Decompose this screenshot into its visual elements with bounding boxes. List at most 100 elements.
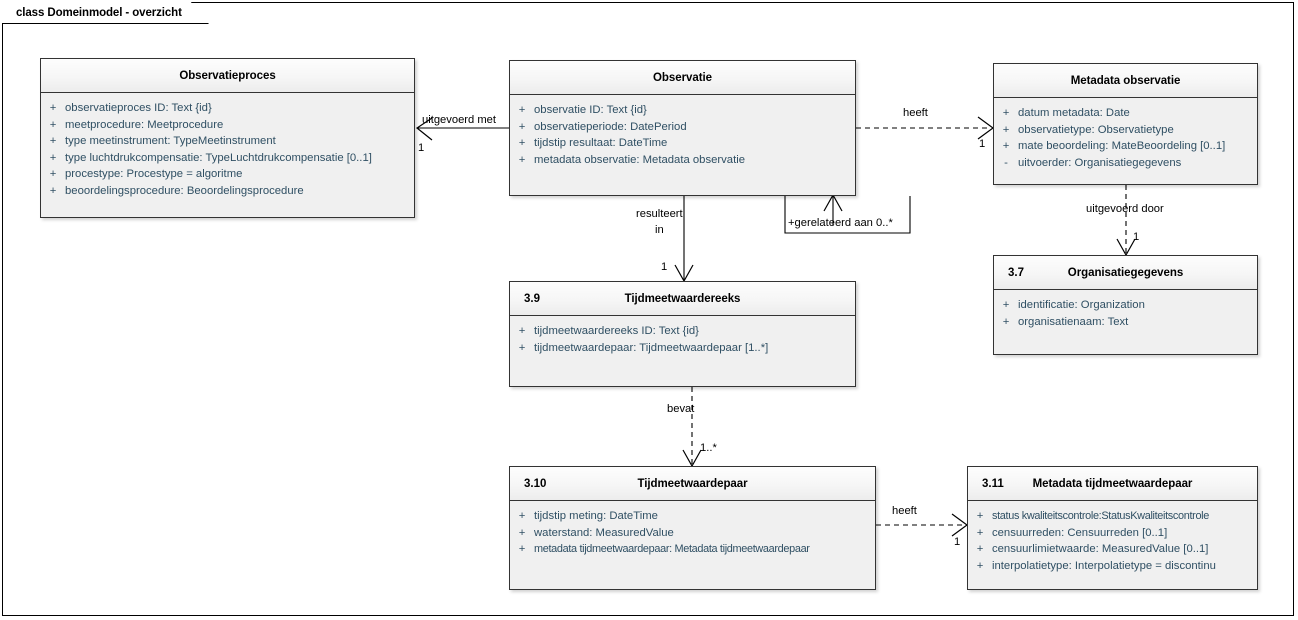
attribute-signature: type meetinstrument: TypeMeetinstrument [65, 135, 276, 147]
connector-label-resulteert-in: in [655, 224, 664, 236]
visibility-marker: + [49, 118, 57, 131]
attribute-signature: observatieproces ID: Text {id} [65, 102, 212, 114]
attribute-signature: uitvoerder: Organisatiegegevens [1018, 156, 1182, 169]
class-title-tijdmeetwaardereeks: Tijdmeetwaardereeks [624, 292, 741, 305]
attribute-signature: tijdmeetwaardereeks ID: Text {id} [534, 325, 699, 337]
attribute-signature: observatieperiode: DatePeriod [534, 120, 687, 133]
visibility-marker: + [1002, 140, 1010, 152]
visibility-marker: + [518, 510, 526, 522]
class-number-tijdmeetwaardereeks: 3.9 [524, 292, 540, 305]
visibility-marker: + [518, 341, 526, 354]
attribute-row: +interpolatietype: Interpolatietype = di… [968, 558, 1257, 575]
class-title-tijdmeetwaardepaar: Tijdmeetwaardepaar [637, 477, 748, 490]
attribute-row: + status kwaliteitscontrole:StatusKwalite… [968, 508, 1257, 525]
connector-label-bevat: bevat [667, 403, 695, 415]
class-title-organisatiegegevens: Organisatiegegevens [1067, 266, 1184, 279]
attribute-signature: censuurlimietwaarde: MeasuredValue [0..1… [992, 543, 1209, 555]
attribute-row: + identificatie: Organization [994, 297, 1257, 314]
class-title-metadata-tijdmeetwaardepaar: Metadata tijdmeetwaardepaar [1032, 477, 1193, 490]
class-title-observatieproces: Observatieproces [179, 69, 276, 82]
visibility-marker: + [518, 137, 526, 149]
attribute-signature: censuurreden: Censuurreden [0..1] [992, 526, 1168, 539]
visibility-marker: + [518, 153, 526, 166]
connector-mult-uitgevoerd-met: 1 [418, 142, 425, 154]
diagram-tab[interactable]: class Domeinmodel - overzicht [2, 2, 209, 24]
visibility-marker: + [49, 102, 57, 114]
visibility-marker: + [518, 325, 526, 337]
attribute-signature: datum metadata: Date [1018, 107, 1130, 119]
class-number-organisatiegegevens: 3.7 [1008, 266, 1024, 279]
class-attributes-organisatiegegevens: + identificatie: Organization + organisati… [994, 290, 1257, 336]
class-header-tijdmeetwaardepaar: 3.10 Tijdmeetwaardepaar [510, 467, 875, 501]
class-box-tijdmeetwaardepaar[interactable]: 3.10 Tijdmeetwaardepaar + tijdstip meting… [509, 466, 876, 590]
attribute-row: +observatie ID: Text {id} [510, 102, 855, 119]
visibility-marker: + [49, 135, 57, 147]
visibility-marker: + [976, 543, 984, 555]
attribute-signature: interpolatietype: Interpolatietype = dis… [992, 559, 1216, 572]
attribute-row: + type luchtdrukcompensatie: TypeLuchtdru… [41, 150, 414, 167]
class-attributes-tijdmeetwaardepaar: +tijdstip meting: DateTime +waterstand: … [510, 501, 875, 564]
attribute-row: + censuurlimietwaarde: MeasuredValue [0..… [968, 541, 1257, 558]
class-box-tijdmeetwaardereeks[interactable]: 3.9 Tijdmeetwaardereeks + tijdmeetwaarder… [509, 281, 856, 387]
attribute-signature: type luchtdrukcompensatie: TypeLuchtdruk… [65, 151, 372, 164]
connector-mult-resulteert-in: 1 [661, 261, 668, 273]
connector-label-uitgevoerd-door: uitgevoerd door [1086, 203, 1164, 215]
class-box-organisatiegegevens[interactable]: 3.7 Organisatiegegevens + identificatie: … [993, 255, 1258, 355]
attribute-row: -uitvoerder: Organisatiegegevens [994, 155, 1257, 172]
class-attributes-observatie: +observatie ID: Text {id} +observatieper… [510, 95, 855, 174]
visibility-marker: - [1004, 156, 1008, 169]
attribute-signature: observatie ID: Text {id} [534, 104, 647, 116]
visibility-marker: + [518, 120, 526, 133]
class-title-metadata-observatie: Metadata observatie [1070, 74, 1181, 87]
class-header-observatieproces: Observatieproces [41, 59, 414, 93]
attribute-signature: mate beoordeling: MateBeoordeling [0..1] [1018, 140, 1226, 152]
class-header-tijdmeetwaardereeks: 3.9 Tijdmeetwaardereeks [510, 282, 855, 316]
attribute-signature: beoordelingsprocedure: Beoordelingsproce… [65, 184, 304, 197]
class-box-observatieproces[interactable]: Observatieproces + observatieproces ID: T… [40, 58, 415, 218]
visibility-marker: + [976, 526, 984, 539]
class-attributes-tijdmeetwaardereeks: + tijdmeetwaardereeks ID: Text {id} + tijd… [510, 316, 855, 362]
class-box-metadata-observatie[interactable]: Metadata observatie + datum metadata: Dat… [993, 63, 1258, 185]
class-number-tijdmeetwaardepaar: 3.10 [524, 477, 547, 490]
visibility-marker: + [49, 168, 57, 180]
class-attributes-metadata-observatie: + datum metadata: Date + observatietype: O… [994, 98, 1257, 177]
attribute-signature: organisatienaam: Text [1018, 315, 1129, 328]
class-attributes-observatieproces: +observatieproces ID: Text {id} +meetpro… [41, 93, 414, 205]
attribute-row: + censuurreden: Censuurreden [0..1] [968, 525, 1257, 542]
connector-label-heeft-tijdmeetwaardepaar: heeft [892, 505, 917, 517]
attribute-signature: metadata observatie: Metadata observatie [534, 153, 746, 166]
visibility-marker: + [1002, 299, 1010, 311]
visibility-marker: + [976, 510, 984, 522]
diagram-tab-label: class Domeinmodel - overzicht [16, 6, 182, 19]
connector-label-gerelateerd-aan: +gerelateerd aan 0..* [788, 217, 893, 229]
attribute-row: +procestype: Procestype = algoritme [41, 166, 414, 183]
attribute-signature: tijdstip meting: DateTime [534, 510, 658, 522]
class-header-metadata-tijdmeetwaardepaar: 3.11 Metadata tijdmeetwaardepaar [968, 467, 1257, 501]
connector-mult-heeft-tijdmeetwaardepaar: 1 [954, 536, 961, 548]
attribute-signature: status kwaliteitscontrole:StatusKwalitei… [992, 510, 1210, 522]
attribute-row: + datum metadata: Date [994, 105, 1257, 122]
attribute-row: + type meetinstrument: TypeMeetinstrument [41, 133, 414, 150]
visibility-marker: + [1002, 315, 1010, 328]
attribute-signature: identificatie: Organization [1018, 299, 1145, 311]
class-header-organisatiegegevens: 3.7 Organisatiegegevens [994, 256, 1257, 290]
attribute-row: + metadata observatie: Metadata observati… [510, 152, 855, 169]
class-header-metadata-observatie: Metadata observatie [994, 64, 1257, 98]
visibility-marker: + [1002, 107, 1010, 119]
attribute-signature: observatietype: Observatietype [1018, 123, 1174, 136]
visibility-marker: + [49, 151, 57, 164]
attribute-signature: tijdstip resultaat: DateTime [534, 137, 668, 149]
class-title-observatie: Observatie [653, 71, 712, 84]
attribute-row: +metadata tijdmeetwaardepaar: Metadata t… [510, 541, 875, 558]
connector-mult-bevat: 1..* [700, 442, 717, 454]
connector-mult-heeft-observatie: 1 [979, 138, 986, 150]
class-box-metadata-tijdmeetwaardepaar[interactable]: 3.11 Metadata tijdmeetwaardepaar + status… [967, 466, 1258, 590]
class-box-observatie[interactable]: Observatie +observatie ID: Text {id} +ob… [509, 60, 856, 196]
attribute-row: + observatieproces ID: Text {id} [41, 100, 414, 117]
attribute-signature: tijdmeetwaardepaar: Tijdmeetwaardepaar [… [534, 341, 769, 354]
connector-label-heeft-observatie: heeft [903, 107, 928, 119]
class-header-observatie: Observatie [510, 61, 855, 95]
attribute-row: + observatieperiode: DatePeriod [510, 119, 855, 136]
attribute-signature: waterstand: MeasuredValue [534, 526, 674, 539]
